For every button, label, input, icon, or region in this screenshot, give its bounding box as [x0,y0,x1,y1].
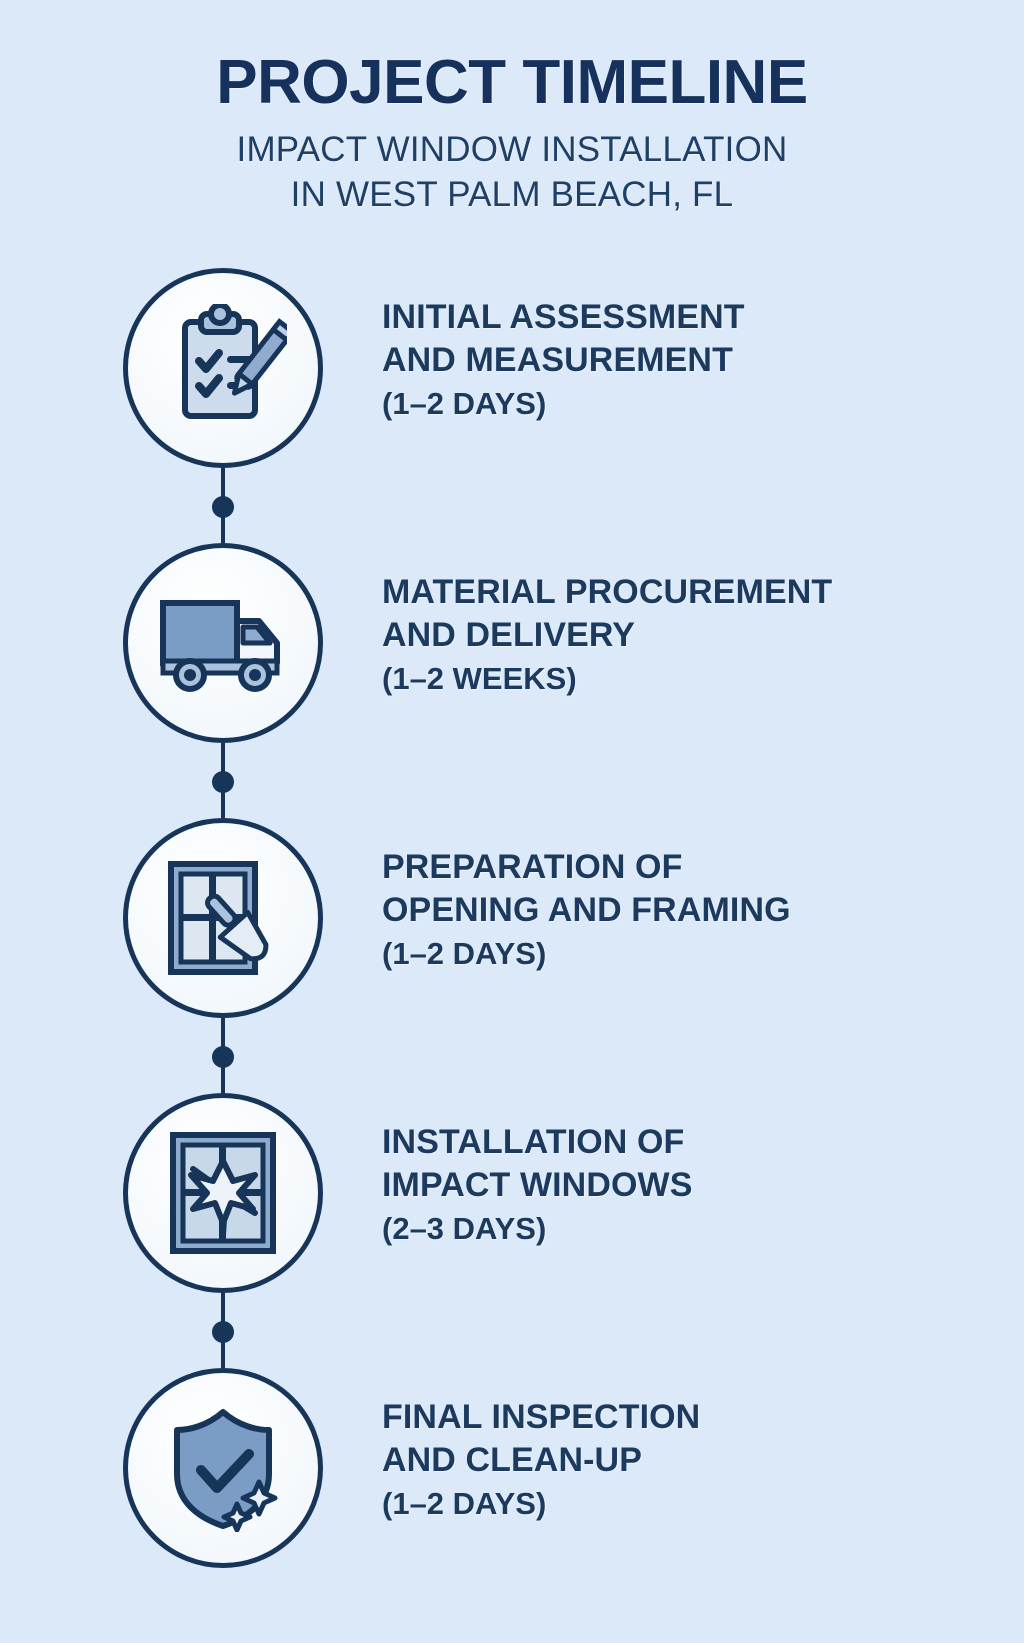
timeline-connector-1 [212,468,234,543]
step-5-duration: (1–2 DAYS) [382,1485,547,1521]
project-timeline: INITIAL ASSESSMENT AND MEASUREMENT (1–2 … [0,268,1024,1643]
clipboard-checklist-pencil-icon [159,304,287,432]
step-5-title-line-2: AND CLEAN-UP [382,1440,642,1479]
step-2-icon-circle [123,543,323,743]
connector-dot [212,1321,234,1343]
step-4-title-line-1: INSTALLATION OF [382,1123,685,1161]
step-4-text: INSTALLATION OF IMPACT WINDOWS (2–3 DAYS… [382,1121,982,1249]
timeline-step-5: FINAL INSPECTION AND CLEAN-UP (1–2 DAYS) [0,1368,1024,1643]
step-4-icon-circle [123,1093,323,1293]
step-1-icon-circle [123,268,323,468]
step-4-duration: (2–3 DAYS) [382,1210,547,1246]
timeline-node-3 [123,818,323,1018]
step-1-title: INITIAL ASSESSMENT AND MEASUREMENT [382,296,982,382]
timeline-connector-3 [212,1018,234,1093]
timeline-step-3: PREPARATION OF OPENING AND FRAMING (1–2 … [0,818,1024,1093]
infographic-header: PROJECT TIMELINE IMPACT WINDOW INSTALLAT… [0,0,1024,218]
step-1-title-line-2: AND MEASUREMENT [382,340,733,379]
timeline-node-2 [123,543,323,743]
timeline-connector-4 [212,1293,234,1368]
connector-dot [212,496,234,518]
step-1-text: INITIAL ASSESSMENT AND MEASUREMENT (1–2 … [382,296,982,424]
window-trowel-icon [159,854,287,982]
page-title: PROJECT TIMELINE [216,48,808,117]
step-2-text: MATERIAL PROCUREMENT AND DELIVERY (1–2 W… [382,571,982,699]
timeline-node-5 [123,1368,323,1568]
timeline-step-1: INITIAL ASSESSMENT AND MEASUREMENT (1–2 … [0,268,1024,543]
step-5-title: FINAL INSPECTION AND CLEAN-UP [382,1396,982,1482]
step-2-title-line-2: AND DELIVERY [382,615,636,654]
step-1-title-line-1: INITIAL ASSESSMENT [382,298,745,336]
step-4-title: INSTALLATION OF IMPACT WINDOWS [382,1121,982,1207]
step-5-text: FINAL INSPECTION AND CLEAN-UP (1–2 DAYS) [382,1396,982,1524]
subtitle-line-2: IN WEST PALM BEACH, FL [290,174,734,214]
timeline-node-1 [123,268,323,468]
step-3-duration: (1–2 DAYS) [382,935,547,971]
step-4-title-line-2: IMPACT WINDOWS [382,1165,693,1204]
timeline-step-4: INSTALLATION OF IMPACT WINDOWS (2–3 DAYS… [0,1093,1024,1368]
connector-dot [212,771,234,793]
step-3-title-line-1: PREPARATION OF [382,848,683,886]
delivery-truck-icon [157,591,289,695]
step-2-title: MATERIAL PROCUREMENT AND DELIVERY [382,571,982,657]
impact-window-shatter-icon [163,1127,283,1259]
page-subtitle: IMPACT WINDOW INSTALLATION IN WEST PALM … [0,128,1024,218]
step-3-title: PREPARATION OF OPENING AND FRAMING [382,846,982,932]
step-2-duration: (1–2 WEEKS) [382,660,577,696]
step-3-text: PREPARATION OF OPENING AND FRAMING (1–2 … [382,846,982,974]
shield-check-sparkle-icon [159,1404,287,1532]
subtitle-line-1: IMPACT WINDOW INSTALLATION [236,130,788,169]
step-5-title-line-1: FINAL INSPECTION [382,1398,701,1436]
step-1-duration: (1–2 DAYS) [382,385,547,421]
timeline-step-2: MATERIAL PROCUREMENT AND DELIVERY (1–2 W… [0,543,1024,818]
timeline-node-4 [123,1093,323,1293]
connector-dot [212,1046,234,1068]
timeline-connector-2 [212,743,234,818]
step-3-title-line-2: OPENING AND FRAMING [382,890,791,929]
step-5-icon-circle [123,1368,323,1568]
step-3-icon-circle [123,818,323,1018]
step-2-title-line-1: MATERIAL PROCUREMENT [382,573,833,611]
